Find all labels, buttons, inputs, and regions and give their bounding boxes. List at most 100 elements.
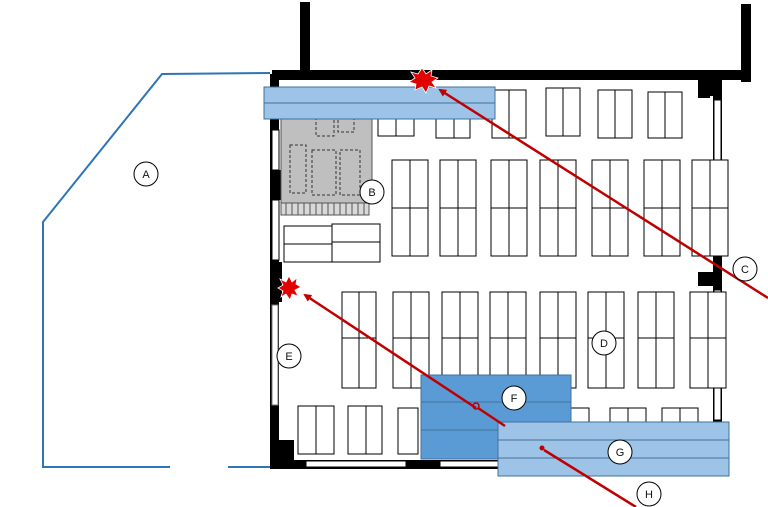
arrow-f-to-left: [303, 293, 477, 410]
desk: [409, 159, 429, 209]
label-circle: [501, 385, 527, 411]
label-circle: [732, 256, 758, 282]
desk: [441, 291, 461, 339]
label-text: B: [368, 187, 375, 199]
desk: [643, 159, 663, 209]
desk: [391, 207, 411, 257]
label-text: G: [616, 447, 625, 459]
desk: [435, 117, 455, 139]
desk: [661, 159, 681, 209]
desk: [341, 291, 360, 339]
desk: [591, 159, 611, 209]
desk: [709, 207, 729, 257]
desk: [545, 87, 564, 137]
desk: [377, 117, 397, 137]
desk: [439, 159, 459, 209]
desk: [459, 291, 479, 339]
desk: [707, 337, 727, 389]
label-a: A: [133, 161, 159, 187]
desk: [457, 159, 477, 209]
desk: [655, 291, 675, 339]
desk: [591, 207, 611, 257]
desk: [347, 405, 367, 455]
desk: [391, 159, 411, 209]
red-lines: [303, 88, 768, 507]
desk: [297, 405, 317, 455]
label-f: F: [501, 385, 527, 411]
label-e: E: [276, 343, 302, 369]
label-circle: [591, 330, 617, 356]
desk: [539, 159, 559, 209]
label-g: G: [607, 439, 633, 465]
desk: [409, 207, 429, 257]
arrow-c-to-top: [438, 88, 768, 300]
desk: [508, 159, 528, 209]
desk: [331, 223, 381, 243]
label-text: D: [600, 338, 608, 350]
desk: [490, 159, 510, 209]
desk: [691, 207, 711, 257]
desk: [489, 291, 509, 339]
label-text: A: [142, 169, 150, 181]
desk: [457, 207, 477, 257]
desk: [507, 291, 527, 339]
label-circle: [276, 343, 302, 369]
desk: [358, 337, 377, 389]
desk: [597, 89, 616, 139]
label-d: D: [591, 330, 617, 356]
desk: [392, 291, 412, 339]
desk: [395, 117, 415, 137]
area-a-boundary: [42, 72, 271, 468]
desk: [439, 207, 459, 257]
light-bar-top: [263, 86, 496, 120]
desk: [508, 207, 528, 257]
label-h: H: [636, 481, 662, 507]
desk: [365, 405, 383, 455]
desk: [453, 117, 471, 139]
label-c: C: [732, 256, 758, 282]
desk: [709, 159, 729, 209]
bar-g-point: [539, 445, 545, 451]
desk: [643, 207, 663, 257]
desk: [689, 291, 709, 339]
line-f-to-g: [477, 406, 506, 428]
desk: [614, 89, 633, 139]
desk: [689, 337, 709, 389]
desk: [508, 89, 527, 139]
desk: [539, 291, 559, 339]
desk: [605, 291, 625, 339]
desk: [562, 87, 581, 137]
desk: [341, 337, 360, 389]
desk: [557, 291, 577, 339]
label-circle: [133, 161, 159, 187]
label-text: F: [511, 393, 518, 405]
desk: [283, 243, 333, 263]
burst-top: [408, 67, 439, 94]
desk: [315, 405, 335, 455]
label-circle: [636, 481, 662, 507]
desk: [647, 91, 666, 139]
label-b: B: [359, 179, 385, 205]
desk: [637, 291, 657, 339]
label-text: E: [285, 351, 292, 363]
desk: [283, 225, 333, 245]
machine-b: [280, 112, 373, 216]
desk: [539, 207, 559, 257]
desk: [664, 91, 683, 139]
desk: [331, 241, 381, 263]
desk-layout: [283, 87, 729, 455]
label-text: C: [741, 264, 749, 276]
line-h-to-g: [543, 448, 637, 507]
desk: [490, 207, 510, 257]
label-circle: [359, 179, 385, 205]
desk: [609, 207, 629, 257]
desk: [557, 207, 577, 257]
label-circle: [607, 439, 633, 465]
label-text: H: [645, 489, 653, 501]
desk: [707, 291, 727, 339]
desk: [691, 159, 711, 209]
desk: [655, 337, 675, 389]
desk: [410, 291, 430, 339]
